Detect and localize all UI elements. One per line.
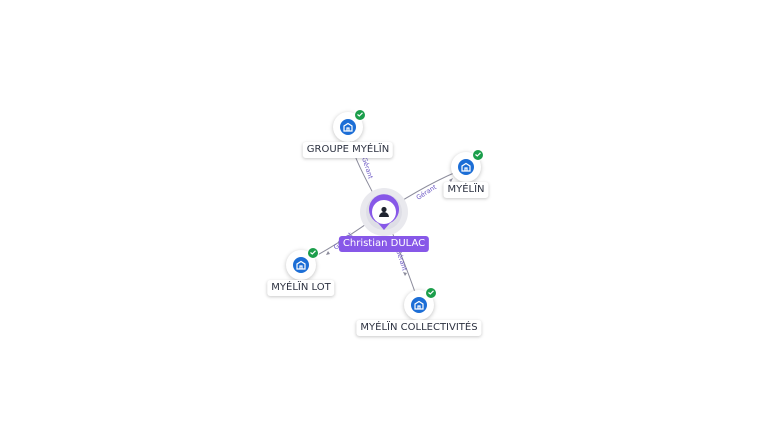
verified-check-icon — [425, 287, 437, 299]
company-icon — [340, 119, 356, 135]
company-icon — [293, 257, 309, 273]
company-label-lot[interactable]: MYÉLÏN LOT — [267, 280, 335, 296]
company-node-myelin[interactable] — [451, 149, 484, 182]
company-label-groupe[interactable]: GROUPE MYÉLÏN — [302, 142, 394, 158]
company-node-lot[interactable] — [286, 247, 319, 280]
person-label[interactable]: Christian DULAC — [338, 236, 430, 252]
edge-arrow-lot — [326, 251, 330, 255]
person-icon — [379, 206, 389, 217]
verified-check-icon — [307, 247, 319, 259]
edge-arrow-collectivites — [403, 272, 407, 276]
company-node-groupe[interactable] — [333, 109, 366, 142]
edge-label-groupe: Gérant — [360, 156, 375, 180]
verified-check-icon — [472, 149, 484, 161]
company-icon — [411, 297, 427, 313]
company-icon — [458, 159, 474, 175]
edge-arrow-myelin — [449, 178, 453, 182]
person-node[interactable] — [360, 188, 408, 236]
edge-label-myelin: Gérant — [415, 183, 439, 202]
company-label-myelin[interactable]: MYÉLÏN — [443, 182, 489, 198]
company-label-collectivites[interactable]: MYÉLÏN COLLECTIVITÉS — [356, 320, 482, 336]
company-node-collectivites[interactable] — [404, 287, 437, 320]
verified-check-icon — [354, 109, 366, 121]
